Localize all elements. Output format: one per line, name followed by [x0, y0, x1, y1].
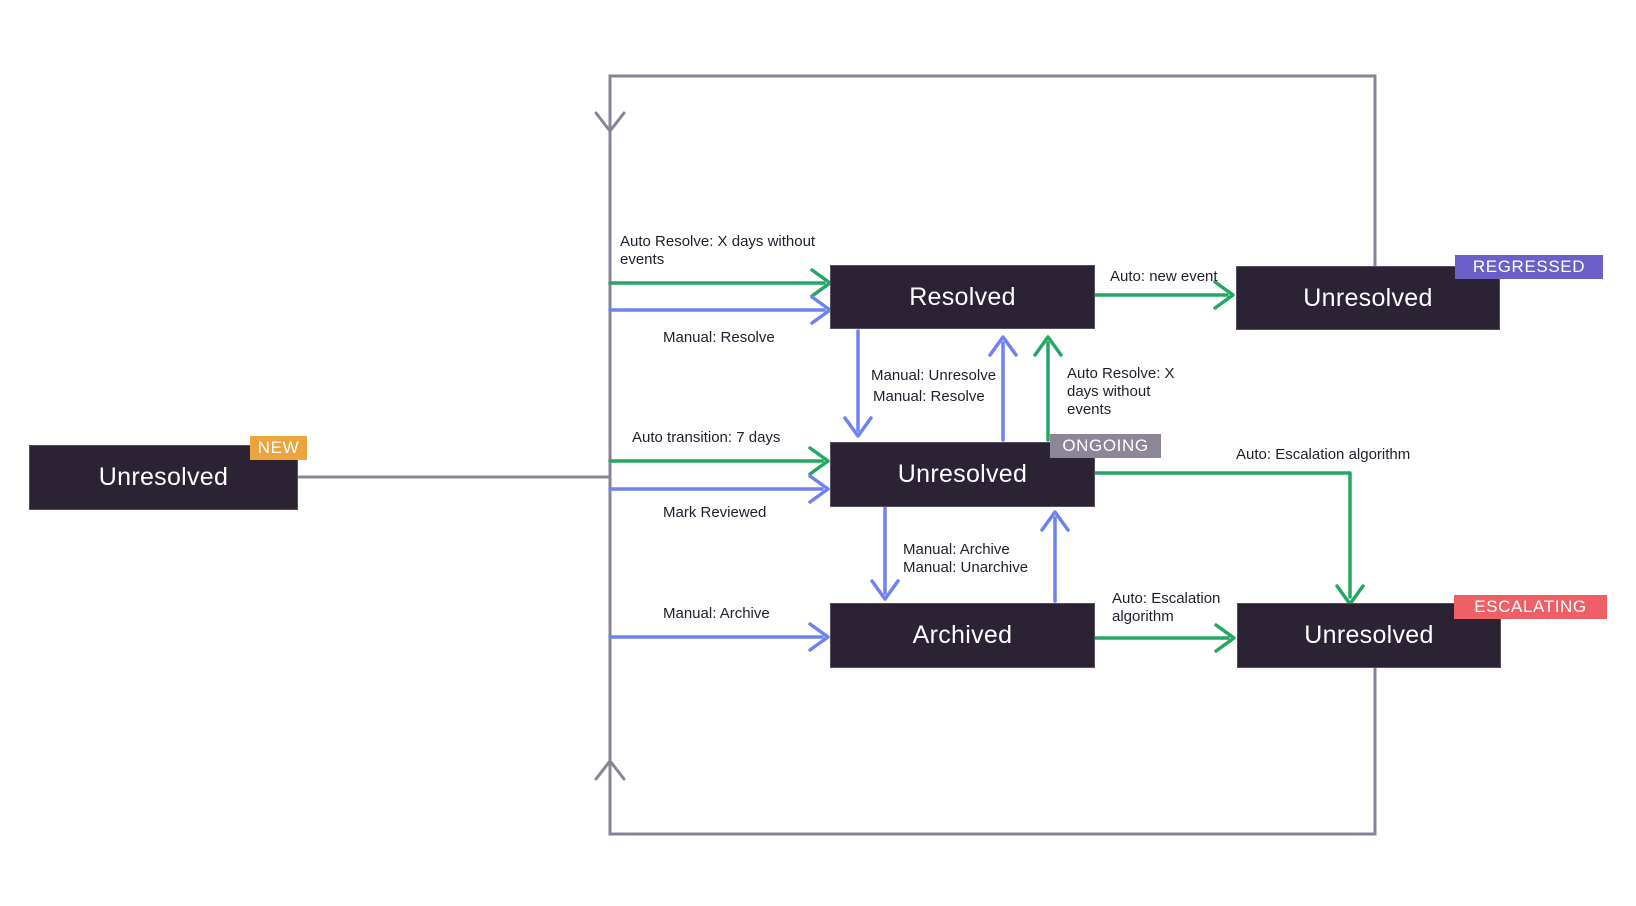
label-auto-transition: Auto transition: 7 days — [632, 429, 781, 446]
label-auto-escalation-bottom: Auto: Escalation algorithm — [1112, 590, 1221, 625]
edge-manual-archive-left-arrowhead — [808, 622, 830, 652]
state-label: Unresolved — [98, 463, 229, 491]
flow-loop-line — [608, 74, 1377, 836]
label-mark-reviewed: Mark Reviewed — [663, 504, 767, 521]
label-manual-unresolve: Manual: Unresolve — [871, 367, 997, 384]
edge-mark-reviewed-arrowhead — [808, 474, 830, 504]
label-manual-archive-pair: Manual: Archive Manual: Unarchive — [903, 541, 1029, 576]
label-manual-resolve-top: Manual: Resolve — [663, 329, 775, 346]
label-auto-resolve-mid: Auto Resolve: X days without events — [1067, 365, 1175, 418]
state-label: Archived — [912, 621, 1013, 649]
badge-ongoing: ONGOING — [1050, 434, 1161, 458]
edge-auto-escalation-top — [1093, 471, 1352, 599]
flow-down-arrowhead — [594, 111, 626, 133]
label-auto-new-event: Auto: new event — [1110, 268, 1218, 285]
state-label: Unresolved — [1303, 283, 1433, 312]
badge-escalating: ESCALATING — [1454, 595, 1607, 619]
edge-auto-escalation-bottom-arrowhead — [1214, 623, 1236, 653]
state-label: Unresolved — [1304, 621, 1434, 649]
edge-auto-resolve-up-arrowhead — [1033, 335, 1063, 357]
label-auto-resolve-top: Auto Resolve: X days without events — [620, 233, 816, 268]
label-manual-resolve-mid: Manual: Resolve — [873, 388, 985, 405]
edge-manual-resolve-up-arrowhead — [988, 335, 1018, 357]
edge-manual-unarchive-up-arrowhead — [1040, 510, 1070, 532]
state-label: Unresolved — [897, 460, 1028, 488]
badge-regressed: REGRESSED — [1455, 255, 1603, 279]
state-label: Resolved — [909, 282, 1016, 311]
badge-new: NEW — [250, 436, 307, 460]
edge-manual-archive-down-arrowhead — [870, 579, 900, 601]
edge-auto-new-event-arrowhead — [1213, 280, 1235, 310]
state-archived: Archived — [830, 603, 1095, 668]
edge-manual-unresolve-down-arrowhead — [843, 416, 873, 438]
label-auto-escalation-top: Auto: Escalation algorithm — [1236, 446, 1411, 463]
flow-up-arrowhead — [594, 759, 626, 781]
label-manual-archive-left: Manual: Archive — [663, 605, 770, 622]
edge-auto-transition-arrowhead — [808, 446, 830, 476]
state-resolved: Resolved — [830, 265, 1095, 329]
